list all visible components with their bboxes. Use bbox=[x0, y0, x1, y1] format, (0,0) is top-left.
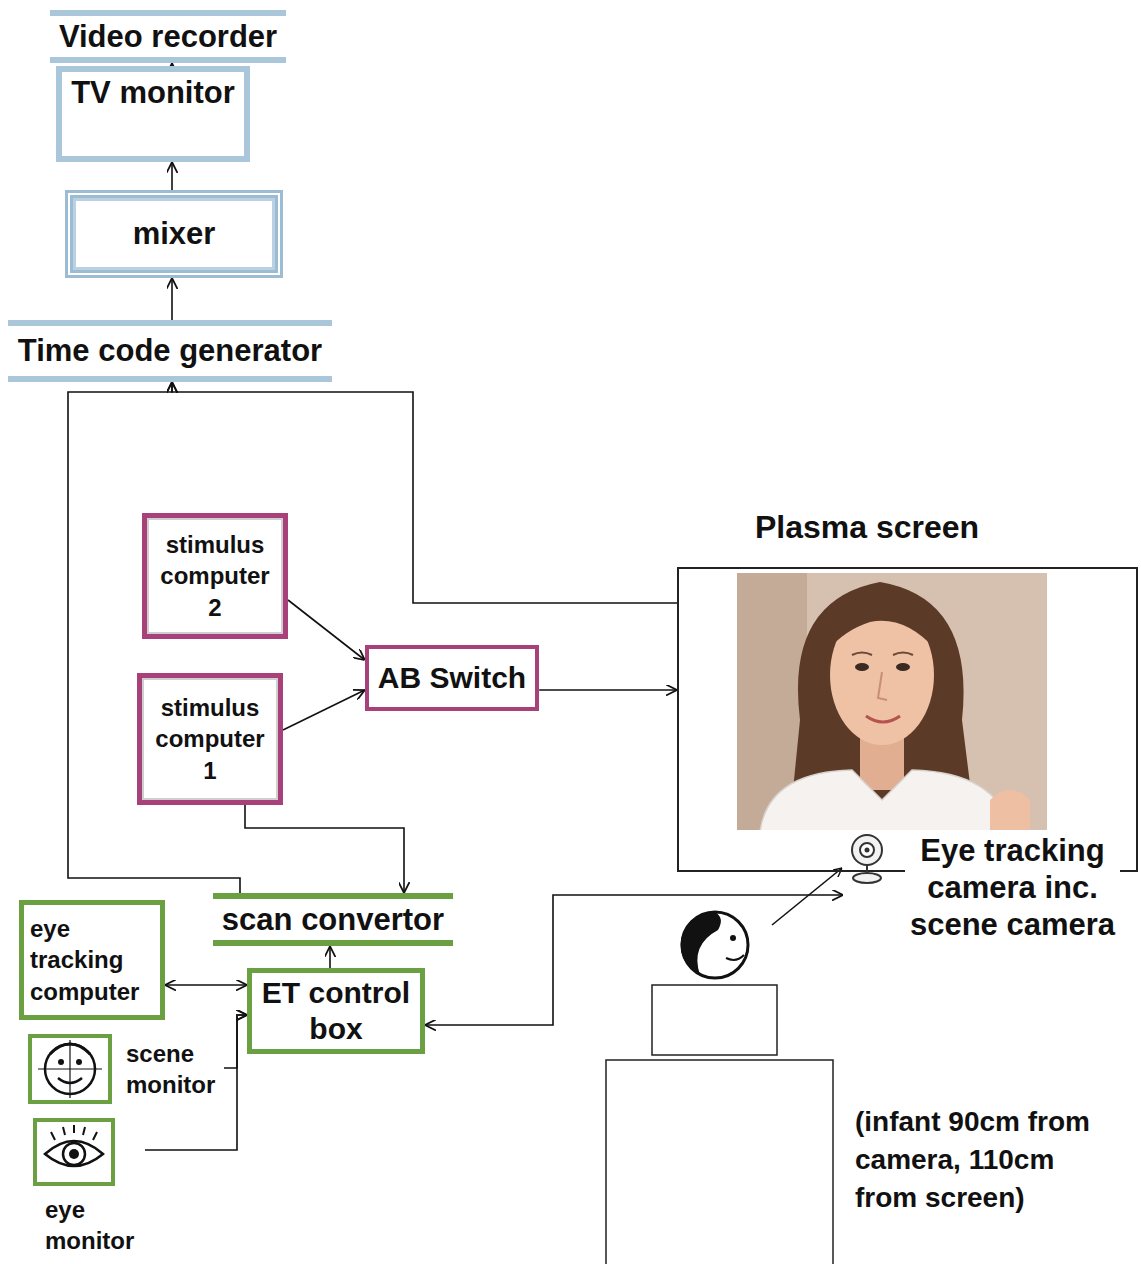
note-label: (infant 90cm from camera, 110cm from scr… bbox=[855, 1103, 1117, 1217]
screen-heading: Plasma screen bbox=[677, 508, 1138, 567]
camera-node: Eye tracking camera inc. scene camera bbox=[843, 832, 1135, 944]
node-label: AB Switch bbox=[378, 660, 526, 696]
generator-box: Time code generator bbox=[8, 320, 332, 382]
node-label: Time code generator bbox=[18, 332, 322, 369]
signal-connector bbox=[329, 946, 331, 968]
screen-node: Plasma screen bbox=[677, 508, 1138, 872]
node-label: Eye tracking camera inc. scene camera bbox=[905, 832, 1120, 944]
node-label: eye tracking computer bbox=[30, 913, 154, 1007]
node-label: Video recorder bbox=[59, 18, 277, 55]
node-label: Plasma screen bbox=[755, 508, 1138, 546]
computer-box: stimulus computer 2 bbox=[142, 513, 288, 639]
signal-connector bbox=[288, 600, 365, 660]
signal-connector bbox=[171, 162, 173, 190]
node-label: ET control box bbox=[258, 975, 414, 1047]
node-label: stimulus computer 1 bbox=[148, 692, 272, 786]
monitor-icon bbox=[33, 1118, 115, 1186]
signal-connector bbox=[539, 689, 677, 691]
node-label: scan convertor bbox=[222, 901, 444, 938]
control-box: ET control box bbox=[247, 968, 425, 1054]
camera-icon bbox=[843, 832, 899, 894]
node-label: mixer bbox=[133, 215, 216, 252]
computer-box: stimulus computer 1 bbox=[137, 673, 283, 805]
monitor-node: eye monitor bbox=[33, 1118, 145, 1256]
signal-connector bbox=[425, 895, 843, 1025]
signal-connector bbox=[224, 1015, 247, 1068]
convertor-box: scan convertor bbox=[213, 893, 453, 946]
infant-figure bbox=[606, 868, 842, 1264]
computer-box: eye tracking computer bbox=[19, 900, 165, 1020]
presenter-photo bbox=[737, 573, 1047, 830]
monitor-icon bbox=[28, 1034, 112, 1104]
mixer-box: mixer bbox=[65, 190, 283, 278]
signal-connector bbox=[165, 984, 247, 986]
signal-connector bbox=[245, 805, 404, 893]
node-label: eye monitor bbox=[45, 1194, 145, 1256]
node-label: TV monitor bbox=[71, 74, 235, 111]
signal-connector bbox=[171, 278, 173, 320]
recorder-box: Video recorder bbox=[50, 10, 286, 63]
monitor-box: TV monitor bbox=[56, 66, 250, 162]
switch-box: AB Switch bbox=[365, 645, 539, 711]
signal-connector bbox=[283, 690, 365, 730]
node-label: stimulus computer 2 bbox=[153, 529, 277, 623]
node-label: scene monitor bbox=[126, 1038, 222, 1100]
monitor-node: scene monitor bbox=[28, 1034, 224, 1104]
screen-frame bbox=[677, 567, 1138, 872]
